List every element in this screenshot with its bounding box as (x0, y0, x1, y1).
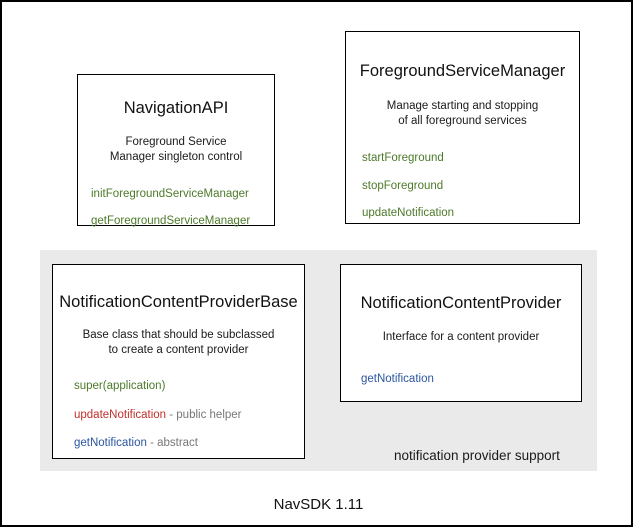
member-name: updateNotification (74, 408, 167, 421)
class-box-navigation-api[interactable]: NavigationAPI Foreground Service Manager… (77, 74, 275, 229)
member-note: - public helper (166, 408, 242, 421)
member-item[interactable]: super(application) (74, 380, 304, 394)
class-box-notification-content-provider-base[interactable]: NotificationContentProviderBase Base cla… (52, 264, 305, 459)
class-description-navigation-api: Foreground Service Manager singleton con… (110, 135, 242, 166)
member-name: initForegroundServiceManager (91, 187, 249, 200)
class-description-line-1: Foreground Service (125, 135, 227, 148)
member-item[interactable]: getNotification - abstract (74, 437, 304, 451)
class-description-line-2: Manager singleton control (109, 151, 243, 164)
member-item[interactable]: initForegroundServiceManager (91, 188, 274, 202)
member-item[interactable]: updateNotification (362, 207, 579, 221)
class-box-foreground-service-manager[interactable]: ForegroundServiceManager Manage starting… (345, 31, 580, 224)
member-item[interactable]: updateNotification - public helper (74, 409, 304, 423)
member-name: getForegroundServiceManager (91, 214, 251, 227)
class-description-line-2: to create a content provider (108, 344, 249, 357)
class-description-notification-content-provider: Interface for a content provider (383, 330, 540, 346)
class-description-line-1: Interface for a content provider (382, 330, 540, 343)
class-title-navigation-api: NavigationAPI (123, 99, 229, 117)
footer-label-navsdk-version: NavSDK 1.11 (273, 496, 364, 513)
member-name: getNotification (361, 373, 434, 386)
member-list-notification-content-provider: getNotification (341, 373, 581, 387)
member-list-notification-content-provider-base: super(application) updateNotification - … (53, 380, 304, 451)
class-title-foreground-service-manager: ForegroundServiceManager (359, 62, 566, 80)
class-description-line-1: Manage starting and stopping (386, 99, 539, 112)
member-name: stopForeground (362, 179, 444, 192)
class-description-line-1: Base class that should be subclassed (82, 328, 275, 341)
member-list-foreground-service-manager: startForeground stopForeground updateNot… (346, 152, 579, 221)
member-name: super(application) (74, 379, 166, 392)
member-item[interactable]: getForegroundServiceManager (91, 215, 274, 229)
class-description-notification-content-provider-base: Base class that should be subclassed to … (83, 328, 275, 359)
class-description-foreground-service-manager: Manage starting and stopping of all fore… (387, 99, 539, 130)
member-name: updateNotification (362, 207, 455, 220)
class-box-notification-content-provider[interactable]: NotificationContentProvider Interface fo… (340, 264, 582, 402)
class-title-notification-content-provider: NotificationContentProvider (360, 294, 562, 312)
member-item[interactable]: stopForeground (362, 180, 579, 194)
member-name: getNotification (74, 437, 147, 450)
member-item[interactable]: getNotification (361, 373, 581, 387)
member-list-navigation-api: initForegroundServiceManager getForegrou… (78, 188, 274, 229)
member-note: - abstract (146, 437, 199, 450)
member-item[interactable]: startForeground (362, 152, 579, 166)
panel-caption-notification-provider-support: notification provider support (394, 448, 560, 463)
class-title-notification-content-provider-base: NotificationContentProviderBase (59, 293, 298, 311)
member-name: startForeground (362, 151, 444, 164)
class-description-line-2: of all foreground services (398, 115, 527, 128)
